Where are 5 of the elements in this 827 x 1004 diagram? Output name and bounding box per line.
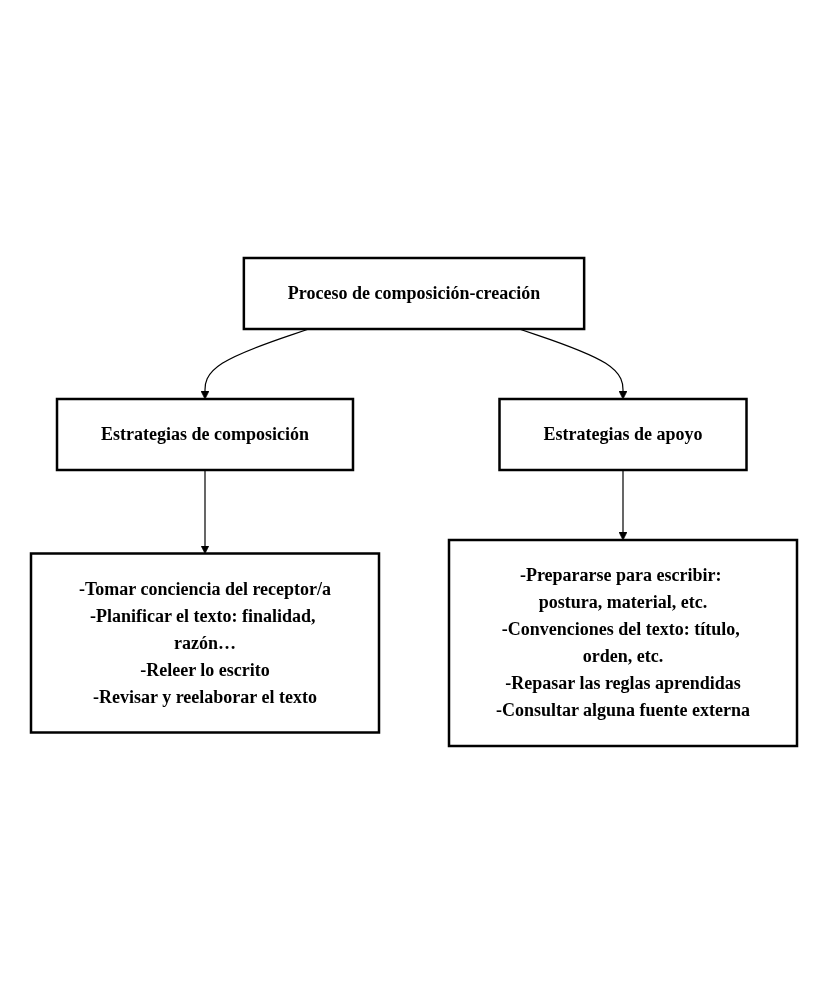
- node-box: -Tomar conciencia del receptor/a -Planificar el texto: finalidad, razón… -Releer lo escrito -Revisar y reelaborar el texto: [29, 552, 380, 734]
- node-box: -Prepararse para escribir: postura, material, etc. -Convenciones del texto: título, orden, etc. -Repasar las reglas aprendidas -Consultar alguna fuente externa: [447, 538, 798, 748]
- node-box: Estrategias de composición: [55, 397, 354, 472]
- node-box: Proceso de composición-creación: [242, 256, 585, 331]
- node-box: Estrategias de apoyo: [497, 397, 748, 472]
